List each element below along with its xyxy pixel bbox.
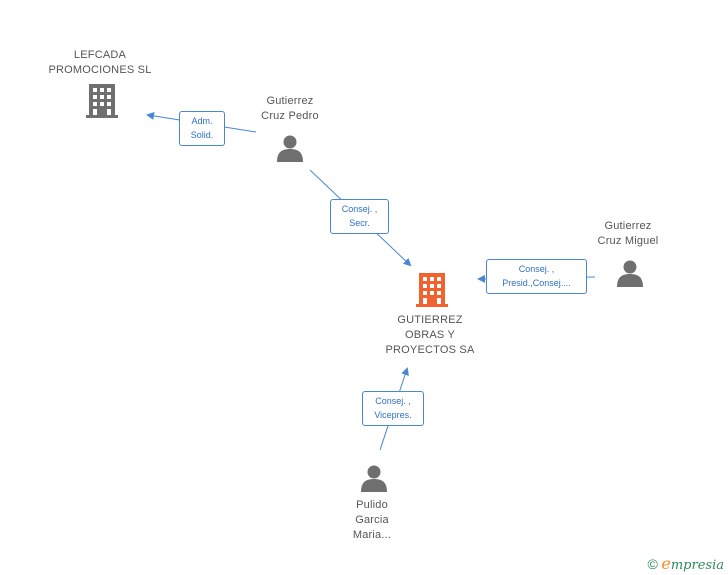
person-icon[interactable] <box>616 259 644 287</box>
person-label-cruz-miguel[interactable]: Gutierrez Cruz Miguel <box>597 220 659 247</box>
person-label-pulido[interactable]: Pulido Garcia Maria... <box>352 499 392 541</box>
edge-label-consej-vicepres[interactable]: Consej. , Vicepres. <box>362 391 424 426</box>
edge-label-consej-secr[interactable]: Consej. , Secr. <box>330 199 389 234</box>
brand-initial: e <box>661 554 671 573</box>
building-icon[interactable] <box>416 273 448 307</box>
empresia-logo: © empresia <box>647 554 724 573</box>
brand-name: mpresia <box>670 558 724 573</box>
company-label-lefcada[interactable]: LEFCADA PROMOCIONES SL <box>48 49 152 76</box>
person-icon[interactable] <box>276 134 304 162</box>
person-icon[interactable] <box>360 464 388 492</box>
copyright-symbol: © <box>647 556 658 572</box>
building-icon[interactable] <box>86 84 118 118</box>
edge-label-consej-presid[interactable]: Consej. , Presid.,Consej.... <box>486 259 587 294</box>
person-label-cruz-pedro[interactable]: Gutierrez Cruz Pedro <box>261 95 319 122</box>
edge-label-adm-solid[interactable]: Adm. Solid. <box>179 111 225 146</box>
company-label-gutierrez-obras[interactable]: GUTIERREZ OBRAS Y PROYECTOS SA <box>385 314 475 356</box>
